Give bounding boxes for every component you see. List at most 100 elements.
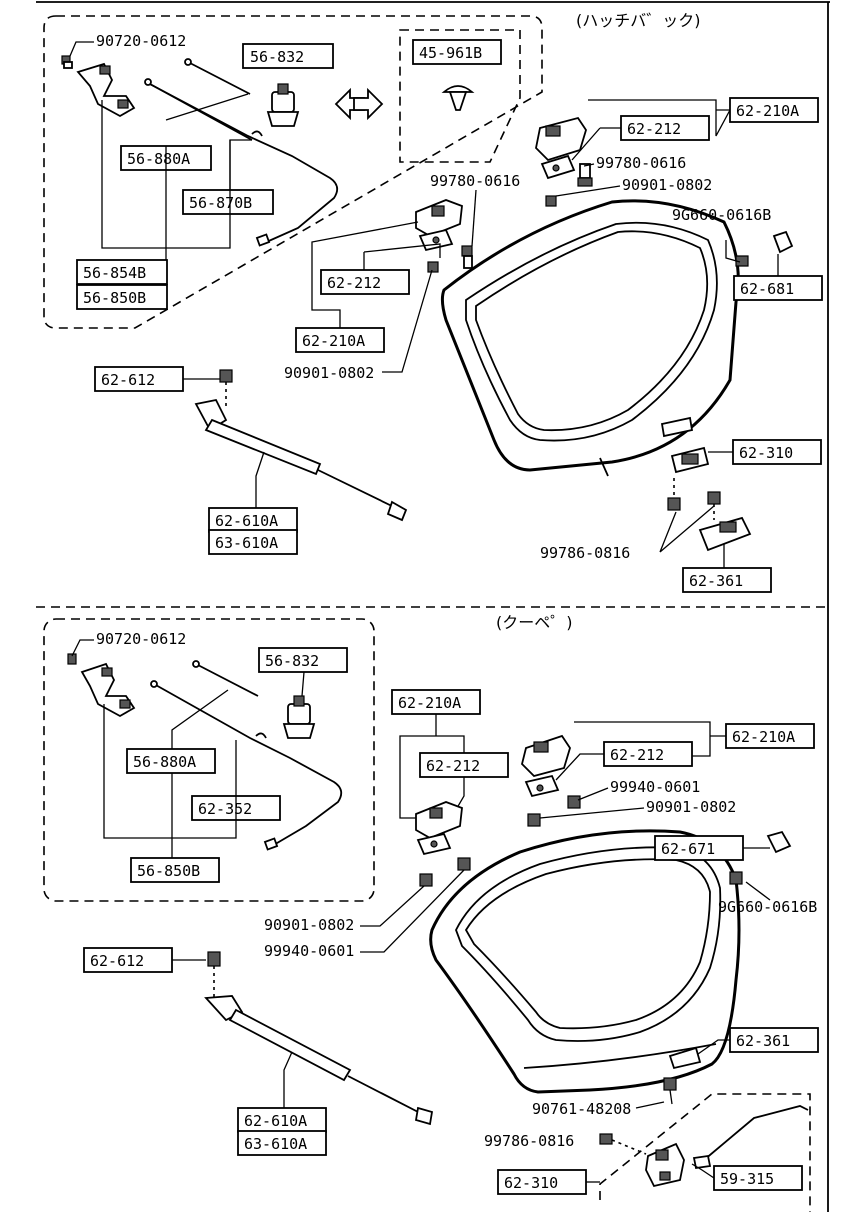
part-62-361-a: 62-361 [682, 567, 772, 593]
part-62-612-a: 62-612 [94, 366, 184, 392]
svg-text:62-210A: 62-210A [736, 102, 799, 120]
release-knob [266, 83, 300, 127]
bolt-label-9g660-0616b-a: 9G660-0616B [672, 206, 771, 224]
svg-text:56-880A: 56-880A [133, 753, 196, 771]
latch-icon [670, 446, 710, 474]
section-caption-hatchback: (ハッチバ゛ック) [576, 11, 701, 30]
svg-text:56-850B: 56-850B [83, 289, 146, 307]
release-knob-coupe [282, 695, 316, 739]
bolt-label-90720-0612-coupe: 90720-0612 [96, 630, 186, 648]
part-62-612-coupe: 62-612 [83, 947, 173, 973]
clip-icon [441, 85, 475, 111]
bolt-icon [67, 653, 77, 665]
gas-strut [194, 398, 408, 522]
svg-text:59-315: 59-315 [720, 1170, 774, 1188]
svg-text:45-961B: 45-961B [419, 44, 482, 62]
hatch-door [440, 199, 740, 477]
hinge-right-coupe [521, 734, 581, 827]
part-63-610a-a: 63-610A [208, 529, 298, 555]
part-62-210a-a: 62-210A [295, 327, 385, 353]
bolt-icon [667, 497, 681, 511]
cable-coupe-a [195, 663, 259, 697]
bolt-label-90901-0802-coupe-b: 90901-0802 [646, 798, 736, 816]
svg-text:56-850B: 56-850B [137, 862, 200, 880]
bolt-label-99786-0816: 99786-0816 [540, 544, 630, 562]
svg-text:56-870B: 56-870B [189, 194, 252, 212]
svg-text:62-210A: 62-210A [732, 728, 795, 746]
svg-text:62-361: 62-361 [689, 572, 743, 590]
part-62-671: 62-671 [654, 835, 744, 861]
svg-text:63-610A: 63-610A [215, 534, 278, 552]
cable-coupe-b [153, 683, 343, 847]
svg-text:62-310: 62-310 [739, 444, 793, 462]
cable-56-870b [145, 81, 339, 245]
part-62-210a-coupe-b: 62-210A [725, 723, 815, 749]
hinge-left [415, 199, 473, 273]
gas-strut-coupe [204, 995, 434, 1126]
bolt-icon [707, 491, 721, 505]
svg-text:56-832: 56-832 [250, 48, 304, 66]
opener-handle [76, 62, 136, 118]
bolt-label-99940-0601-coupe-a: 99940-0601 [264, 942, 354, 960]
stopper-icon [735, 230, 794, 267]
hinge-right [535, 116, 593, 207]
hinge-left-coupe [415, 801, 471, 887]
svg-text:63-610A: 63-610A [244, 1135, 307, 1153]
part-62-361-coupe: 62-361 [729, 1027, 819, 1053]
part-62-212-coupe-b: 62-212 [603, 741, 693, 767]
part-62-212-b: 62-212 [620, 115, 710, 141]
svg-text:62-612: 62-612 [90, 952, 144, 970]
part-56-832-coupe: 56-832 [258, 647, 348, 673]
bolt-label-99786-0816-coupe: 99786-0816 [484, 1132, 574, 1150]
bolt-icon [599, 1133, 613, 1145]
svg-text:62-610A: 62-610A [244, 1112, 307, 1130]
cable-56-832 [187, 61, 251, 95]
svg-text:62-681: 62-681 [740, 280, 794, 298]
svg-text:62-210A: 62-210A [398, 694, 461, 712]
bolt-label-90720-0612: 90720-0612 [96, 32, 186, 50]
part-62-610a-coupe: 62-610A [237, 1107, 327, 1133]
part-62-681: 62-681 [733, 275, 823, 301]
part-63-610a-coupe: 63-610A [237, 1130, 327, 1156]
svg-text:62-210A: 62-210A [302, 332, 365, 350]
bolt-label-90901-0802-b: 90901-0802 [622, 176, 712, 194]
svg-text:62-212: 62-212 [627, 120, 681, 138]
part-56-832: 56-832 [242, 43, 334, 69]
svg-text:62-612: 62-612 [101, 371, 155, 389]
svg-text:62-212: 62-212 [426, 757, 480, 775]
striker-icon [698, 516, 752, 552]
svg-text:62-671: 62-671 [661, 840, 715, 858]
svg-text:62-610A: 62-610A [215, 512, 278, 530]
bolt-label-99940-0601-coupe-b: 99940-0601 [610, 778, 700, 796]
direction-arrows-icon [334, 87, 384, 121]
latch-assembly [645, 1105, 809, 1188]
part-62-210a-coupe-a: 62-210A [391, 689, 481, 715]
part-62-210a-b: 62-210A [729, 97, 819, 123]
part-62-212-coupe-a: 62-212 [419, 752, 509, 778]
svg-text:62-352: 62-352 [198, 800, 252, 818]
bolt-label-90901-0802-coupe-a: 90901-0802 [264, 916, 354, 934]
part-56-850b: 56-850B [76, 284, 168, 310]
part-62-310-a: 62-310 [732, 439, 822, 465]
part-56-870b: 56-870B [182, 189, 274, 215]
svg-text:62-361: 62-361 [736, 1032, 790, 1050]
bolt-label-9g660-0616b-coupe: 9G660-0616B [718, 898, 817, 916]
bolt-label-99780-0616-b: 99780-0616 [596, 154, 686, 172]
svg-text:62-212: 62-212 [327, 274, 381, 292]
opener-group-outline [43, 15, 543, 329]
bolt-icon [729, 871, 743, 885]
svg-text:56-880A: 56-880A [127, 150, 190, 168]
opener-handle-coupe [80, 662, 136, 718]
bolt-icon [219, 369, 233, 383]
bolt-icon [207, 951, 221, 967]
part-62-310-coupe: 62-310 [497, 1169, 587, 1195]
stopper-icon [766, 830, 792, 854]
bolt-label-90901-0802-a: 90901-0802 [284, 364, 374, 382]
part-56-854b: 56-854B [76, 259, 168, 285]
opener-group-outline-coupe [43, 618, 375, 902]
svg-text:56-832: 56-832 [265, 652, 319, 670]
part-45-961b: 45-961B [412, 39, 502, 65]
svg-text:62-310: 62-310 [504, 1174, 558, 1192]
part-56-880a-coupe: 56-880A [126, 748, 216, 774]
